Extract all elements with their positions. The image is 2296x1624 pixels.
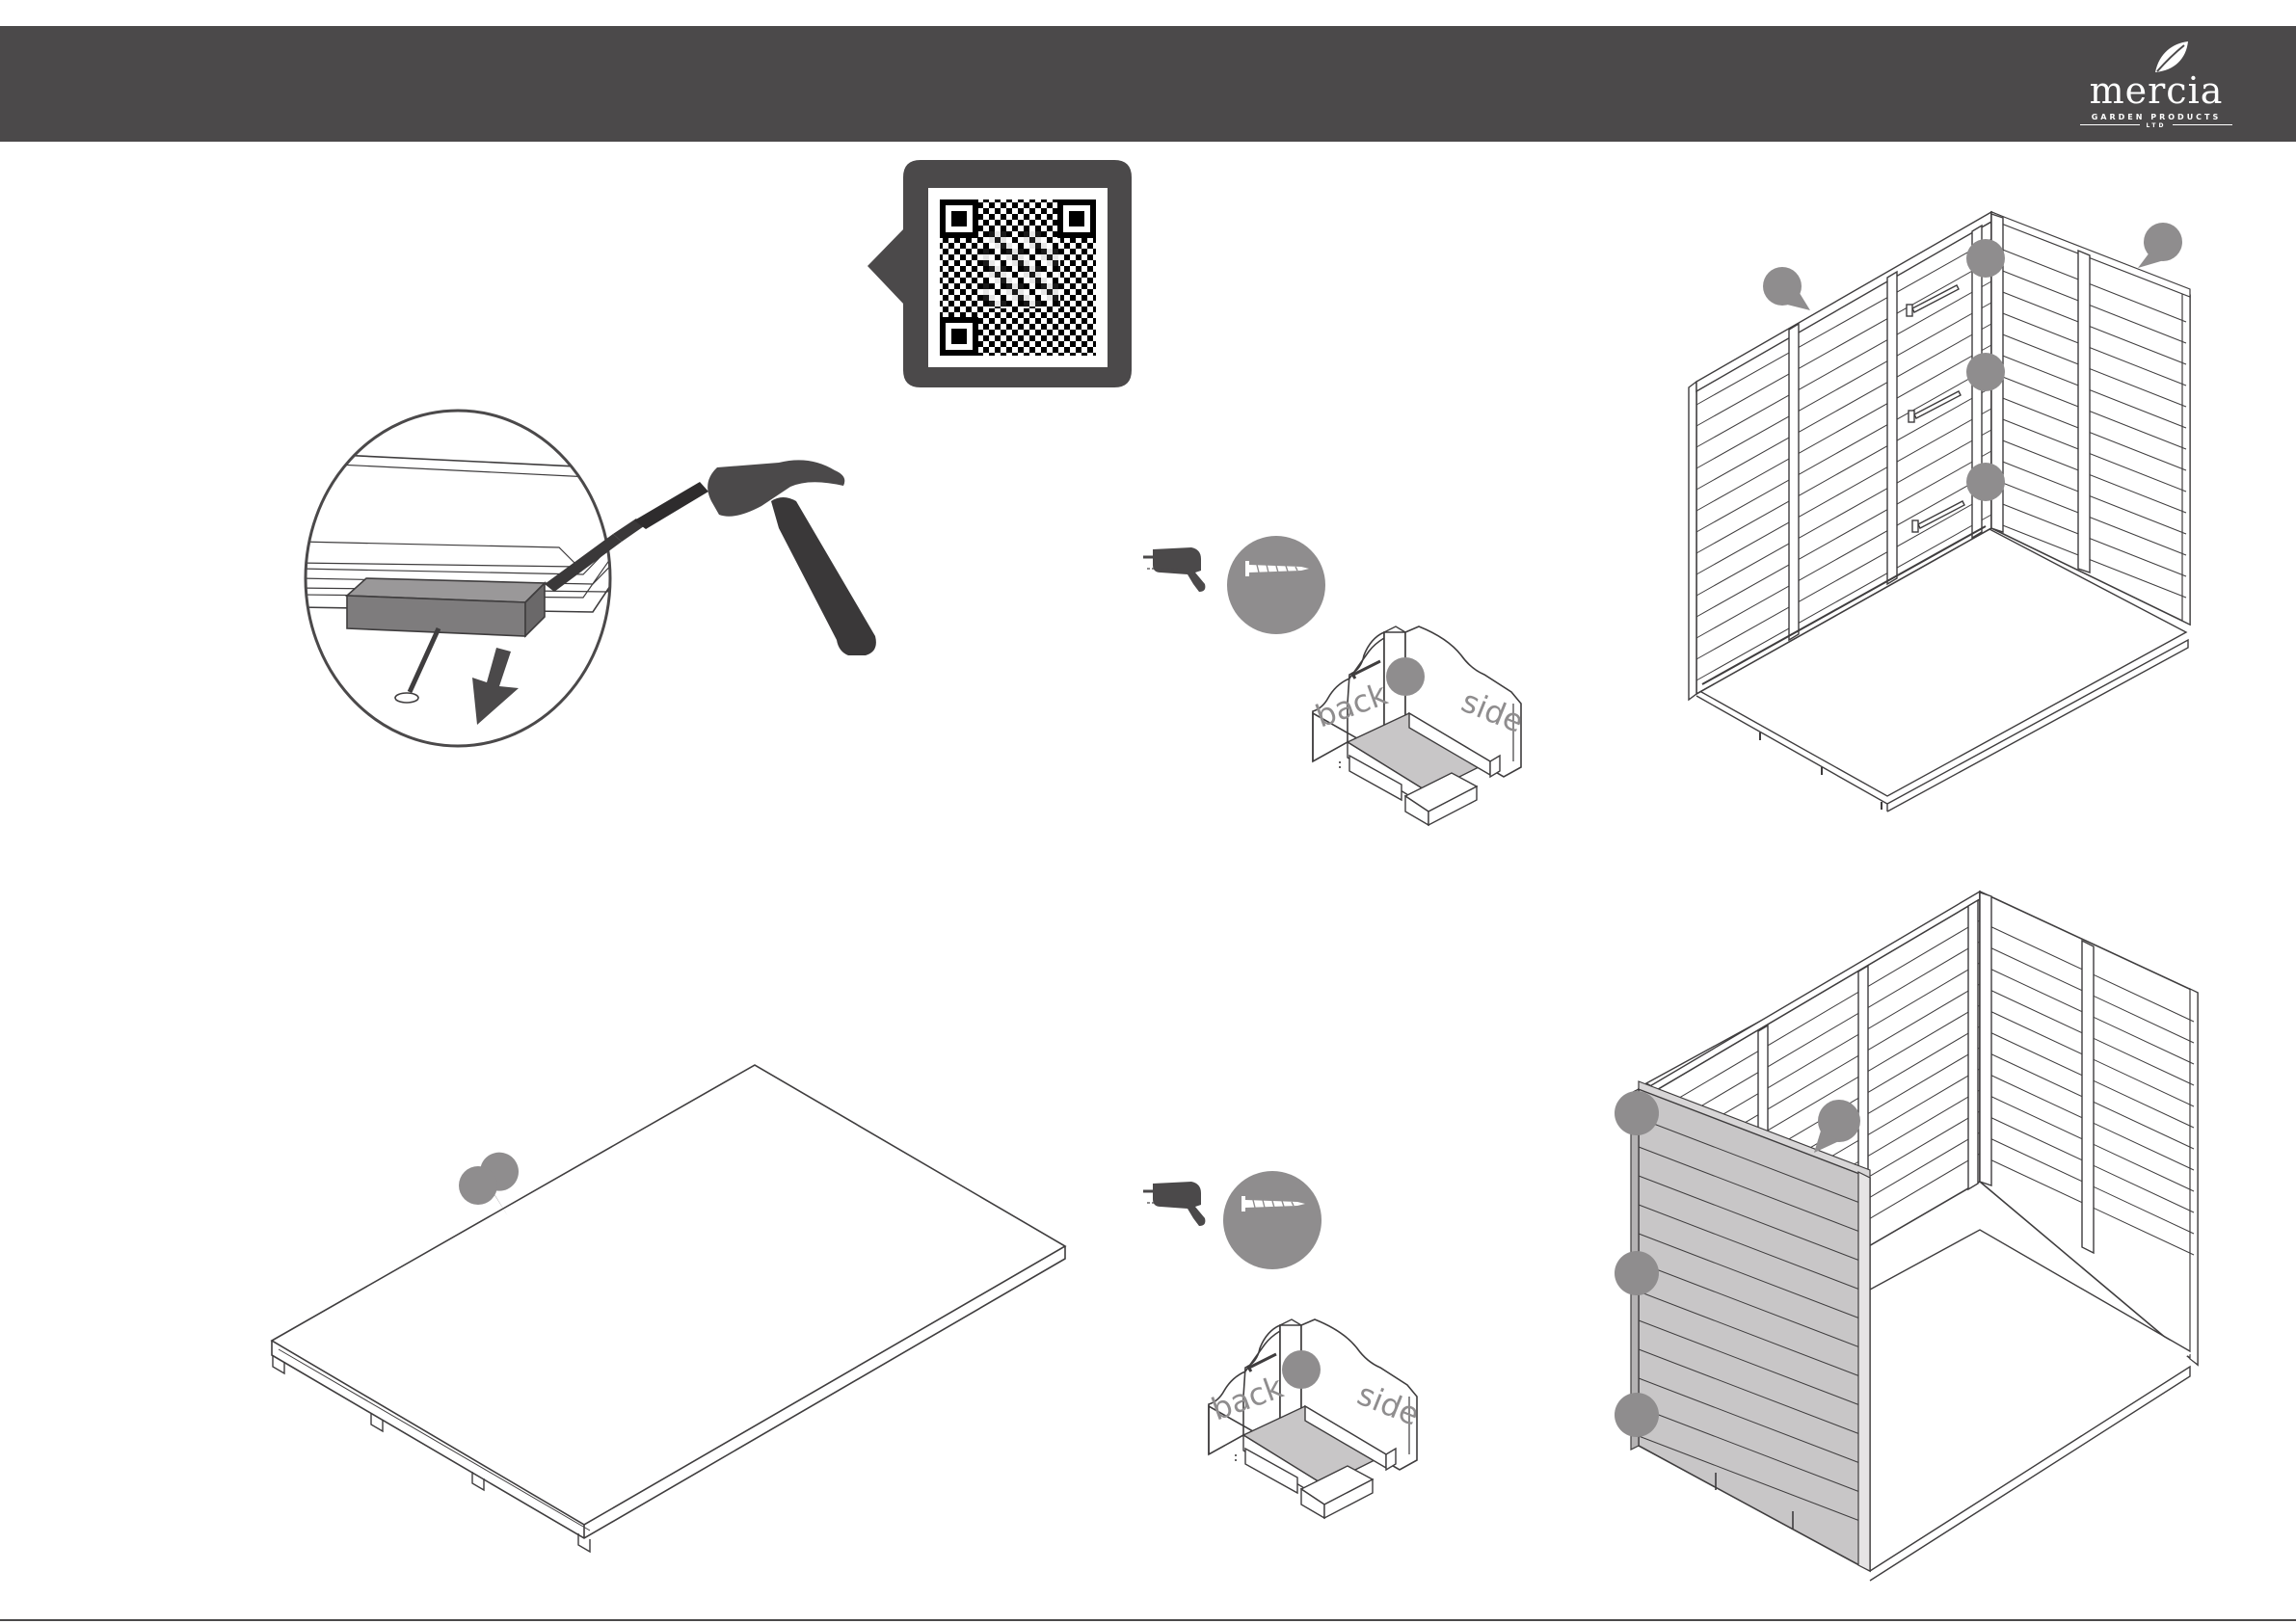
panel-marker-side (2138, 223, 2182, 268)
shed-back-and-side-assembly (1689, 212, 2190, 812)
footer-rule (0, 1619, 2296, 1621)
qr-code-bubble (868, 160, 1132, 387)
drill-screw-group-top (1143, 536, 1325, 634)
transit-block (347, 578, 545, 636)
corner-detail-bottom: back side (1207, 1319, 1425, 1518)
qr-code-icon (940, 200, 1096, 356)
panel-marker-back (1763, 267, 1810, 310)
arrow-down-icon (472, 648, 519, 725)
drill-icon (1143, 1182, 1205, 1226)
corner-detail-top: back side (1311, 626, 1529, 825)
drill-screw-group-bottom (1143, 1171, 1322, 1269)
transit-block-removal-detail (299, 411, 876, 746)
floor-base (272, 1065, 1065, 1552)
corner-marker (1282, 1350, 1321, 1389)
shed-full-frame-assembly (1615, 892, 2198, 1581)
nail-icon (395, 628, 439, 703)
drill-icon (1143, 547, 1205, 592)
corner-marker (1386, 657, 1425, 696)
nail-punch-icon (545, 482, 708, 592)
hammer-icon (707, 460, 876, 655)
